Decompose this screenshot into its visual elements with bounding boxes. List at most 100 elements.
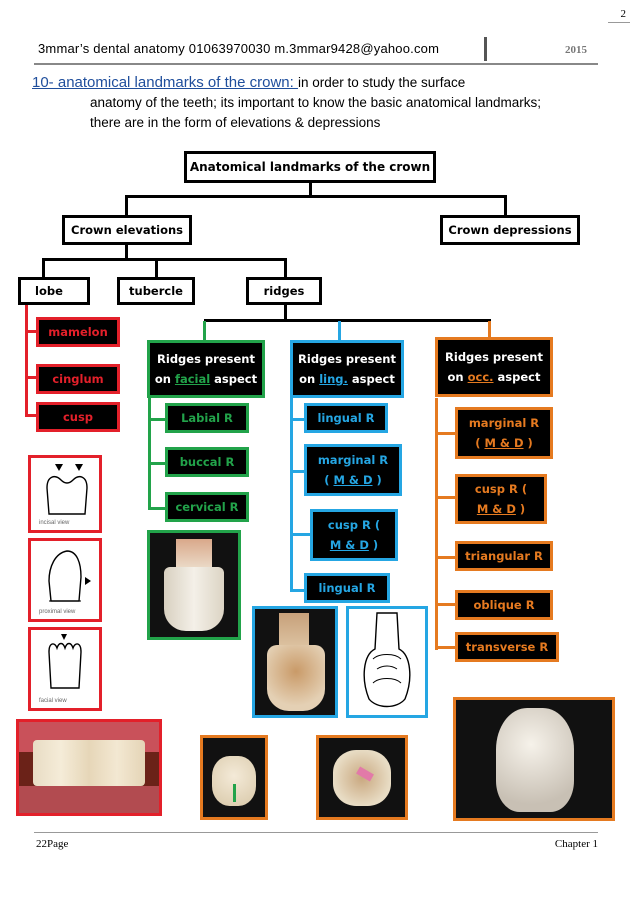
intro-line-3: there are in the form of elevations & de… (90, 115, 381, 130)
intro-paragraph: 10- anatomical landmarks of the crown: i… (32, 73, 602, 133)
lingual-ridges-node: Ridges present on ling. aspect (290, 340, 404, 398)
footer-rule (34, 832, 598, 833)
connector (204, 319, 491, 322)
connector-orange (488, 321, 491, 339)
ling-cusp-md: M & D (329, 538, 369, 552)
lingual-ridge-node: lingual R (304, 403, 388, 433)
ling-cusp-ridge-node: cusp R ( M & D ) (310, 509, 398, 561)
connector-blue (338, 321, 341, 341)
triangular-ridge-node: triangular R (455, 541, 553, 571)
footer-page: 22Page (36, 838, 69, 850)
connector-blue (290, 589, 304, 592)
facial-ridges-line2: on facial aspect (155, 369, 257, 389)
connector-green (148, 398, 151, 510)
ling-cusp-sub: M & D ) (329, 538, 379, 552)
connector-orange (435, 398, 438, 650)
connector (284, 258, 287, 278)
ridges-node: ridges (246, 277, 322, 305)
lingual-ridge-2-node: lingual R (304, 573, 390, 603)
cervical-ridge-node: cervical R (165, 492, 249, 522)
incisal-drawing: incisal view (28, 455, 102, 533)
oblique-ridge-node: oblique R (455, 590, 553, 620)
connector (504, 195, 507, 216)
occ-word: occ. (467, 370, 494, 384)
connector-orange (435, 646, 455, 649)
occlusal-photo-1 (200, 735, 268, 820)
ling-word: ling. (319, 372, 348, 386)
connector (155, 258, 158, 278)
occ-pre: on (447, 370, 468, 384)
connector-green (148, 462, 166, 465)
ling-marginal-md: M & D (333, 473, 373, 487)
lingual-drawing (346, 606, 428, 718)
running-header: 3mmar’s dental anatomy 01063970030 m.3mm… (38, 41, 440, 56)
cusp-node: cusp (36, 402, 120, 432)
crown-elevations-node: Crown elevations (62, 215, 192, 245)
connector (125, 243, 128, 259)
connector (309, 181, 312, 196)
mamelon-node: mamelon (36, 317, 120, 347)
intro-line-1: in order to study the surface (297, 75, 466, 90)
section-title: 10- anatomical landmarks of the crown: (32, 74, 298, 91)
lower-gum (19, 786, 159, 813)
facial-post: aspect (210, 372, 258, 386)
lobe-node: lobe (18, 277, 90, 305)
ridge-marker (233, 784, 236, 802)
buccal-ridge-node: buccal R (165, 447, 249, 477)
occ-marginal-sub: ( M & D ) (475, 436, 533, 450)
facial-caption: facial view (39, 698, 67, 704)
intro-line-2: anatomy of the teeth; its important to k… (90, 95, 541, 110)
crown-depressions-node: Crown depressions (440, 215, 580, 245)
connector (284, 305, 287, 320)
connector-orange (435, 556, 455, 559)
header-rule (34, 63, 598, 65)
connector-blue (290, 533, 310, 536)
occ-marginal-label: marginal R (468, 416, 540, 430)
connector-red (25, 330, 37, 333)
labial-ridge-node: Labial R (165, 403, 249, 433)
proximal-drawing: proximal view (28, 538, 102, 622)
connector (42, 258, 287, 261)
tooth-crown (333, 750, 391, 806)
connector-orange (435, 432, 455, 435)
facial-ridges-line1: Ridges present (157, 352, 255, 366)
transverse-ridge-node: transverse R (455, 632, 559, 662)
tooth-crown (267, 645, 325, 711)
connector (125, 195, 128, 216)
connector (42, 258, 45, 278)
connector-green (203, 321, 206, 341)
teeth-area (33, 740, 145, 786)
footer-chapter: Chapter 1 (554, 838, 598, 850)
connector-blue (290, 470, 304, 473)
occ-marginal-md: M & D (484, 436, 524, 450)
cinglum-node: cinglum (36, 364, 120, 394)
molar-photo (453, 697, 615, 821)
occlusal-ridges-node: Ridges present on occ. aspect (435, 337, 553, 397)
facial-pre: on (154, 372, 175, 386)
ling-ridges-line2: on ling. aspect (299, 369, 395, 389)
connector-orange (435, 603, 455, 606)
tooth-crown (164, 567, 224, 631)
occ-cusp-ridge-node: cusp R ( M & D ) (455, 474, 547, 524)
connector-orange (435, 496, 455, 499)
tooth-crown (496, 708, 574, 812)
incisor-incisal-icon (46, 464, 88, 515)
connector-blue (290, 398, 293, 592)
mamelon-photo (16, 719, 162, 816)
incisor-lingual-icon (363, 612, 411, 708)
connector (125, 195, 507, 198)
header-year: 2015 (565, 44, 587, 56)
ling-marginal-label: marginal R (317, 453, 389, 467)
facial-drawing: facial view (28, 627, 102, 711)
connector-blue (290, 418, 304, 421)
incisor-facial-icon (48, 634, 82, 689)
lingual-photo (252, 606, 338, 718)
ling-pre: on (299, 372, 320, 386)
facial-ridges-node: Ridges present on facial aspect (147, 340, 265, 398)
occ-cusp-label: cusp R ( (474, 482, 528, 496)
ling-ridges-line1: Ridges present (298, 352, 396, 366)
facial-word: facial (174, 372, 211, 386)
incisor-proximal-icon (48, 550, 91, 602)
proximal-caption: proximal view (39, 609, 76, 615)
page-number: 2 (620, 8, 627, 20)
